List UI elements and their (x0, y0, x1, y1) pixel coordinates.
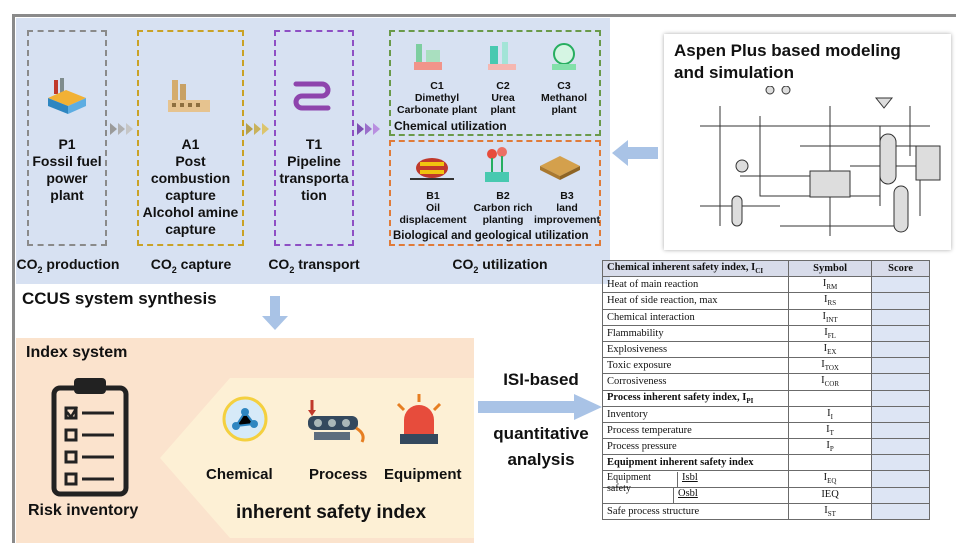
equipment-header-row: Equipment inherent safety index (601, 454, 930, 472)
score-cell[interactable] (871, 276, 930, 294)
header-index: Chemical inherent safety index, ICI (601, 259, 790, 278)
oil-icon (410, 158, 454, 180)
analysis-label: analysis (507, 450, 575, 469)
chemical-utilization-box (389, 30, 601, 136)
score-cell[interactable] (871, 308, 930, 326)
chemical-molecule-icon (222, 396, 268, 442)
score-cell[interactable] (871, 340, 930, 359)
methanol-plant-icon (552, 43, 576, 70)
right-arrow-icon (478, 394, 602, 420)
factory-icon (48, 78, 86, 114)
stage-box-p1 (27, 30, 107, 246)
chemical-plant-icon (414, 44, 442, 70)
ccus-synthesis-label: CCUS system synthesis (22, 289, 217, 308)
down-arrow-icon (262, 296, 288, 330)
score-cell[interactable] (871, 486, 930, 504)
clipboard-checklist-icon (51, 378, 129, 497)
flow-chevrons-3 (357, 123, 387, 135)
table-row: Equipment safety Isbl IEQ (601, 470, 930, 494)
equipment-safety-group: Equipment safety (607, 471, 651, 494)
isi-based-label: ISI-based (503, 370, 579, 389)
process-conveyor-icon (308, 400, 365, 443)
stage-box-t1 (274, 30, 354, 246)
stage-box-a1 (137, 30, 244, 246)
planting-icon (485, 147, 509, 182)
caption-co2-production: CO2 production (16, 256, 120, 275)
ccus-system-panel (16, 18, 610, 284)
score-cell[interactable] (871, 438, 930, 456)
category-process: Process (309, 466, 368, 483)
urea-plant-icon (488, 42, 516, 70)
quantitative-label: quantitative (493, 424, 589, 443)
table-header-row: Chemical inherent safety index, ICI Symb… (601, 259, 930, 278)
index-system-title: Index system (26, 344, 128, 361)
isi-table: Chemical inherent safety index, ICI Symb… (601, 259, 930, 521)
bio-geo-utilization-box (389, 140, 601, 246)
chemical-utilization-title: Chemical utilization (394, 119, 507, 133)
flow-chevrons-2 (246, 123, 276, 135)
stage-t1-label: T1 Pipeline transporta tion (279, 136, 349, 203)
process-flowsheet-icon (700, 86, 941, 236)
aspen-title: Aspen Plus based modeling and simulation (674, 41, 901, 82)
category-equipment: Equipment (384, 466, 462, 483)
caption-co2-utilization: CO2 utilization (452, 256, 548, 275)
score-cell[interactable] (871, 292, 930, 310)
score-cell[interactable] (871, 470, 930, 488)
score-cell[interactable] (871, 502, 930, 521)
alarm-light-icon (396, 394, 442, 444)
flow-chevrons-1 (110, 123, 140, 135)
score-cell[interactable] (871, 324, 930, 342)
category-chemical: Chemical (206, 466, 273, 483)
score-cell[interactable] (871, 421, 930, 440)
score-cell[interactable] (871, 373, 930, 391)
process-header-row: Process inherent safety index, IPI (601, 389, 930, 407)
bio-geo-utilization-title: Biological and geological utilization (393, 230, 589, 242)
frame-top-border (12, 14, 956, 17)
capture-plant-icon (168, 80, 210, 112)
score-cell[interactable] (871, 405, 930, 423)
stage-a1-label: A1 Post combustion capture Alcohol amine… (142, 136, 239, 237)
pipeline-icon (293, 81, 331, 111)
stage-p1-label: P1 Fossil fuel power plant (32, 136, 102, 203)
inherent-safety-index-label: inherent safety index (236, 502, 427, 523)
table-row: Osbl IEQ (601, 486, 930, 504)
caption-co2-transport: CO2 transport (268, 256, 360, 275)
risk-inventory-label: Risk inventory (28, 502, 139, 519)
frame-left-border (12, 14, 15, 543)
caption-co2-capture: CO2 capture (150, 256, 232, 275)
header-score: Score (871, 259, 930, 278)
left-arrow-icon (612, 140, 658, 166)
header-symbol: Symbol (788, 259, 873, 278)
score-cell[interactable] (871, 357, 930, 375)
soil-icon (540, 156, 580, 180)
